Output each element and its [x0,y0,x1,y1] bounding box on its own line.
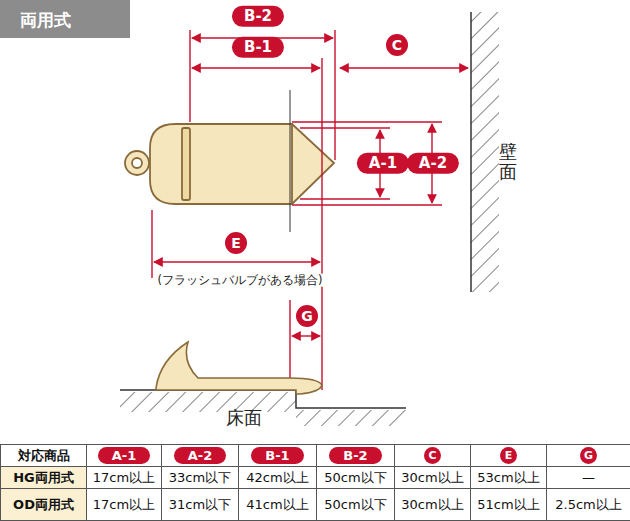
table-cell: 30cm以上 [394,488,471,521]
table-header: G [580,447,597,464]
table-value: 51cm以上 [477,496,539,514]
dim-label: B-2 [232,6,284,27]
table-value: 30cm以上 [401,469,463,487]
dimension-lines [152,30,468,390]
table-value: 50cm以下 [324,469,386,487]
floor-hatch [296,410,406,426]
table-header: 対応商品 [18,447,70,465]
wall-hatch [471,12,499,292]
wall-label: 壁面 [499,142,517,182]
table-header: B-1 [251,447,303,464]
dim-label: B-1 [232,37,284,58]
table-header: C [424,447,441,464]
table-cell: 42cm以上 [238,466,317,489]
table-cell: HG両用式 [0,466,87,489]
table-value: 2.5cm以上 [555,496,622,514]
table-value: 17cm以上 [93,469,155,487]
table-value: OD両用式 [13,496,74,514]
table-value: 17cm以上 [93,496,155,514]
table-cell: 33cm以下 [161,466,239,489]
callout-letter: E [225,232,247,254]
title: 両用式 [0,0,71,32]
table-value: 53cm以上 [477,469,539,487]
table-cell: 50cm以下 [316,488,395,521]
table-header: A-1 [98,447,151,464]
table-value: 30cm以上 [401,496,463,514]
table-cell: — [546,466,630,489]
table-cell: 41cm以上 [238,488,317,521]
title-tab [0,0,130,38]
note-text: (フラッシュバルブがある場合) [156,274,325,287]
table-cell: B-2 [316,444,395,467]
table-cell: 30cm以上 [394,466,471,489]
table-cell: 2.5cm以上 [546,488,630,521]
floor-hatch [120,392,296,412]
table-cell: 51cm以上 [470,488,547,521]
table-value: 33cm以下 [169,469,231,487]
table-header: E [500,447,517,464]
floor-line [120,390,406,408]
table-cell: A-1 [86,444,162,467]
table-cell: OD両用式 [0,488,87,521]
fixture-top [125,124,334,204]
callout-letter: C [386,34,408,56]
table-value: HG両用式 [13,469,74,487]
wall-line [470,12,472,292]
table-cell: G [546,444,630,467]
table-cell: 53cm以上 [470,466,547,489]
table-cell: 17cm以上 [86,466,162,489]
dim-label: A-1 [357,153,409,174]
table-cell: 17cm以上 [86,488,162,521]
table-value: — [582,470,595,485]
table-value: 42cm以上 [246,469,308,487]
table-value: 31cm以下 [169,496,231,514]
table-cell: 31cm以下 [161,488,239,521]
table-cell: A-2 [161,444,239,467]
callout-letter: G [296,305,318,327]
table-value: 41cm以上 [246,496,308,514]
table-cell: E [470,444,547,467]
table-cell: C [394,444,471,467]
table-cell: 対応商品 [0,444,87,467]
table-value: 50cm以下 [324,496,386,514]
table-header: B-2 [329,447,381,464]
valve-line [290,90,291,232]
table-header: A-2 [174,447,227,464]
floor-label: 床面 [226,408,262,428]
table-cell: B-1 [238,444,317,467]
fixture-side [156,342,322,394]
table-cell: 50cm以下 [316,466,395,489]
dim-label: A-2 [407,153,459,174]
